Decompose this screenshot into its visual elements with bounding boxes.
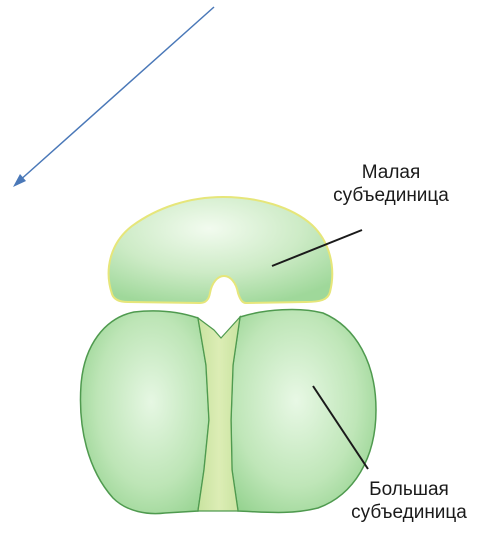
small-subunit-label-line-2: субъединица — [326, 184, 456, 207]
large-subunit-label-line-1: Большая — [340, 478, 478, 501]
large-subunit-label-line-2: субъединица — [340, 501, 478, 524]
small-subunit — [109, 197, 333, 303]
blue-arrow-icon — [13, 7, 214, 187]
large-subunit-left-lobe — [80, 311, 209, 514]
small-subunit-label-line-1: Малая — [326, 161, 456, 184]
large-subunit-label: Большая субъединица — [340, 478, 478, 524]
small-subunit-label: Малая субъединица — [326, 161, 456, 207]
